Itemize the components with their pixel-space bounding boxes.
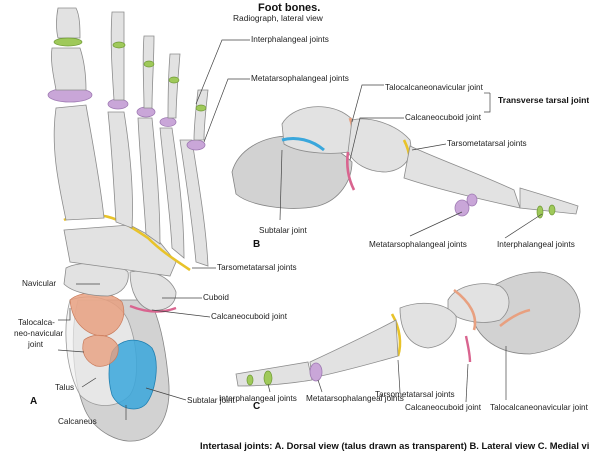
view-label-c: C — [253, 401, 260, 412]
ip-joint-hallux — [53, 37, 83, 47]
label-talocalcaneonavicular-b: Talocalcaneonavicular joint — [385, 83, 484, 92]
metatarsal-4 — [159, 127, 185, 259]
label-talocalca-line1: Talocalca- — [18, 318, 55, 327]
ip-joint-medial-2 — [246, 374, 254, 386]
header-title: Foot bones. — [258, 2, 320, 14]
ip-joint-toe2 — [112, 41, 126, 49]
subtalar-joint-medial — [499, 308, 531, 328]
dorsal-view-foot — [47, 7, 209, 442]
toe2-phalanges — [110, 11, 125, 101]
calcaneocuboid-joint-lateral — [345, 151, 356, 191]
view-label-a: A — [30, 396, 37, 407]
ip-joint-lateral — [536, 205, 544, 219]
label-talus: Talus — [55, 383, 74, 392]
metatarsal-1 — [53, 104, 105, 221]
mtp-joint-lateral — [454, 199, 470, 217]
label-calcaneocuboid-c: Calcaneocuboid joint — [405, 403, 482, 412]
mtp-joint-lateral-2 — [466, 193, 478, 207]
navicular-medial — [399, 303, 457, 349]
subtalar-joint-dorsal — [108, 339, 157, 410]
ip-joint-lateral-2 — [548, 204, 556, 216]
toe5-phalanges — [193, 89, 209, 141]
label-subtalar-b: Subtalar joint — [259, 226, 308, 235]
label-metatarsophalangeal-b: Metatarsophalangeal joints — [369, 240, 467, 249]
ip-joint-toe5 — [195, 104, 207, 112]
label-navicular: Navicular — [22, 279, 56, 288]
mtp-joint-5 — [186, 139, 206, 151]
metatarsal-5 — [179, 139, 209, 267]
label-interphalangeal-c: Interphalangeal joints — [219, 394, 297, 403]
label-interphalangeal-b: Interphalangeal joints — [497, 240, 575, 249]
label-metatarsophalangeal-top: Metatarsophalangeal joints — [251, 74, 349, 83]
mtp-joint-2 — [107, 98, 129, 110]
phalanges-medial — [235, 361, 313, 387]
label-tarsometatarsal-c: Tarsometatarsal joints — [375, 390, 455, 399]
talus-medial — [447, 283, 510, 323]
label-calcaneus: Calcaneus — [58, 417, 97, 426]
header-subtitle: Radiograph, lateral view — [233, 13, 324, 23]
medial-view-foot — [235, 271, 581, 387]
label-interphalangeal-top: Interphalangeal joints — [251, 35, 329, 44]
metatarsal-2 — [107, 111, 133, 229]
navicular-cuboid-lateral — [347, 118, 412, 173]
calcaneus-lateral — [231, 135, 353, 209]
subtalar-joint-lateral — [281, 136, 325, 152]
calcaneocuboid-joint-medial — [464, 335, 472, 363]
talocalcaneonavicular-joint-dorsal-lower — [82, 334, 119, 367]
mtp-joint-3 — [136, 106, 156, 118]
tarsometatarsal-joint-medial — [390, 313, 402, 357]
metatarsals-medial — [309, 319, 399, 379]
label-calcaneocuboid-a: Calcaneocuboid joint — [211, 312, 288, 321]
toe4-phalanges — [167, 53, 181, 119]
mtp-joint-medial — [309, 362, 323, 382]
label-cuboid: Cuboid — [203, 293, 229, 302]
phalanges-lateral — [519, 187, 579, 215]
label-talocalcaneonavicular-c: Talocalcaneonavicular joint — [490, 403, 589, 412]
lateral-view-foot — [231, 106, 579, 219]
label-calcaneocuboid-b: Calcaneocuboid joint — [405, 113, 482, 122]
metatarsals-lateral — [403, 145, 521, 209]
label-talocalca-line3: joint — [27, 340, 44, 349]
view-label-b: B — [253, 239, 260, 250]
figure-caption: Intertasal joints: A. Dorsal view (talus… — [200, 440, 589, 451]
label-talocalca-line2: neo-navicular — [14, 329, 63, 338]
mtp-joint-4 — [159, 117, 177, 127]
ip-joint-medial — [263, 370, 273, 386]
ip-joint-toe3 — [143, 60, 155, 68]
hallux-distal-phalanx — [56, 7, 81, 39]
calcaneocuboid-joint-dorsal — [129, 304, 177, 313]
leader-lines — [57, 39, 543, 420]
ip-joint-toe4 — [168, 76, 180, 84]
hallux-proximal-phalanx — [51, 47, 87, 91]
label-tarsometatarsal-b: Tarsometatarsal joints — [447, 139, 527, 148]
label-transverse-tarsal: Transverse tarsal joint — [498, 95, 589, 105]
talocalcaneonavicular-joint-medial — [453, 288, 477, 331]
metatarsal-3 — [137, 117, 161, 245]
toe3-phalanges — [142, 35, 155, 109]
label-tarsometatarsal-a: Tarsometatarsal joints — [217, 263, 297, 272]
label-metatarsophalangeal-c: Metatarsophalangeal joints — [306, 394, 404, 403]
label-subtalar-a: Subtalar joint — [187, 396, 236, 405]
